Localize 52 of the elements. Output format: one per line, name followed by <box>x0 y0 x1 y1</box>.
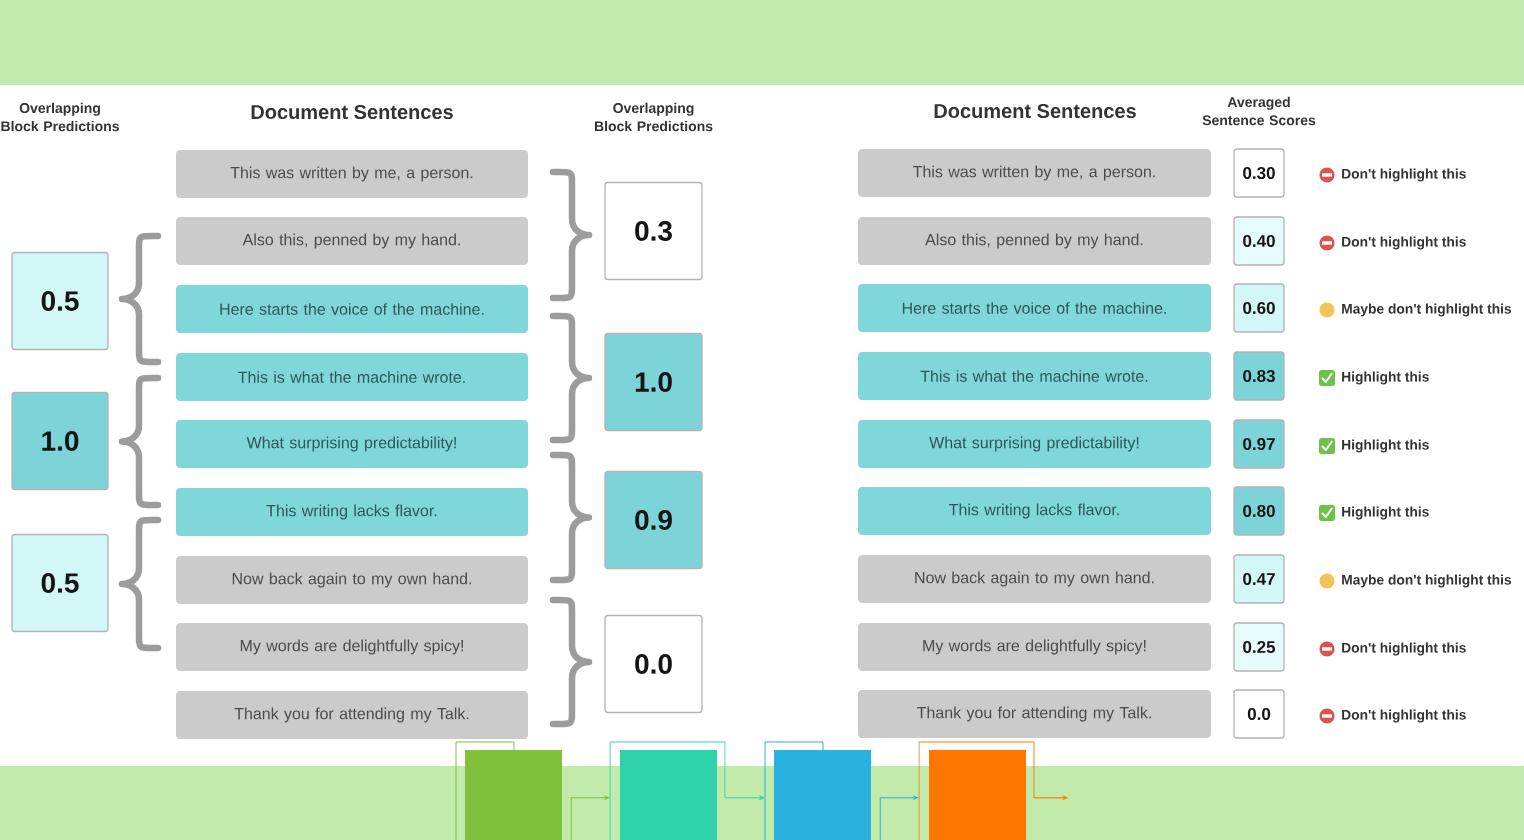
sentence-box: Also this, penned by my hand. <box>176 217 528 265</box>
sentence-box: Thank you for attending my Talk. <box>176 691 528 739</box>
column-header: Overlapping Block Predictions <box>1 102 119 132</box>
score-box: 1.0 <box>604 332 703 432</box>
column-header: Averaged Sentence Scores <box>1202 96 1316 126</box>
sentence-box: This is what the machine wrote. <box>858 352 1211 400</box>
status-text: Don't highlight this <box>1342 709 1466 723</box>
score-box: 0.3 <box>604 181 703 281</box>
score-box: 0.80 <box>1233 486 1285 536</box>
score-box: 0.40 <box>1233 216 1285 266</box>
column-header: Overlapping Block Predictions <box>594 102 713 132</box>
square-box <box>764 741 871 840</box>
sentence-box: Now back again to my own hand. <box>176 556 528 604</box>
score-box: 1.0 <box>11 391 109 491</box>
sentence-box: This was written by me, a person. <box>176 150 528 198</box>
score-box: 0.30 <box>1233 148 1285 198</box>
status-text: Highlight this <box>1342 506 1429 520</box>
score-box: 0.97 <box>1233 419 1285 469</box>
sentence-box: Thank you for attending my Talk. <box>858 690 1211 738</box>
sentence-box: This was written by me, a person. <box>858 149 1211 197</box>
sentence-box: My words are delightfully spicy! <box>858 623 1211 671</box>
column-heading: Document Sentences <box>934 103 1136 119</box>
sentence-box: Also this, penned by my hand. <box>858 217 1211 265</box>
sentence-box: Now back again to my own hand. <box>858 555 1211 603</box>
status-text: Highlight this <box>1342 439 1429 453</box>
square-box <box>918 741 1035 840</box>
status-text: Don't highlight this <box>1342 642 1466 656</box>
score-box: 0.5 <box>11 533 109 633</box>
column-heading: Document Sentences <box>251 104 453 120</box>
score-box: 0.25 <box>1233 622 1285 672</box>
sentence-box: Here starts the voice of the machine. <box>176 285 528 333</box>
square-box <box>609 741 726 840</box>
sentence-box: This writing lacks flavor. <box>858 487 1211 535</box>
sentence-box: My words are delightfully spicy! <box>176 623 528 671</box>
sentence-box: What surprising predictability! <box>176 420 528 468</box>
score-box: 0.0 <box>1233 689 1285 739</box>
sentence-box: Here starts the voice of the machine. <box>858 284 1211 332</box>
status-text: Maybe don't highlight this <box>1342 574 1512 588</box>
status-text: Maybe don't highlight this <box>1342 303 1512 317</box>
sentence-box: This is what the machine wrote. <box>176 353 528 401</box>
sentence-box: What surprising predictability! <box>858 420 1211 468</box>
status-text: Highlight this <box>1342 371 1429 385</box>
status-text: Don't highlight this <box>1342 168 1466 182</box>
status-text: Don't highlight this <box>1342 236 1466 250</box>
sentence-box: This writing lacks flavor. <box>176 488 528 536</box>
score-box: 0.0 <box>604 614 703 714</box>
score-box: 0.83 <box>1233 351 1285 401</box>
square-box <box>455 741 562 840</box>
score-box: 0.60 <box>1233 283 1285 333</box>
score-box: 0.5 <box>11 251 109 351</box>
score-box: 0.47 <box>1233 554 1285 604</box>
score-box: 0.9 <box>604 470 703 570</box>
